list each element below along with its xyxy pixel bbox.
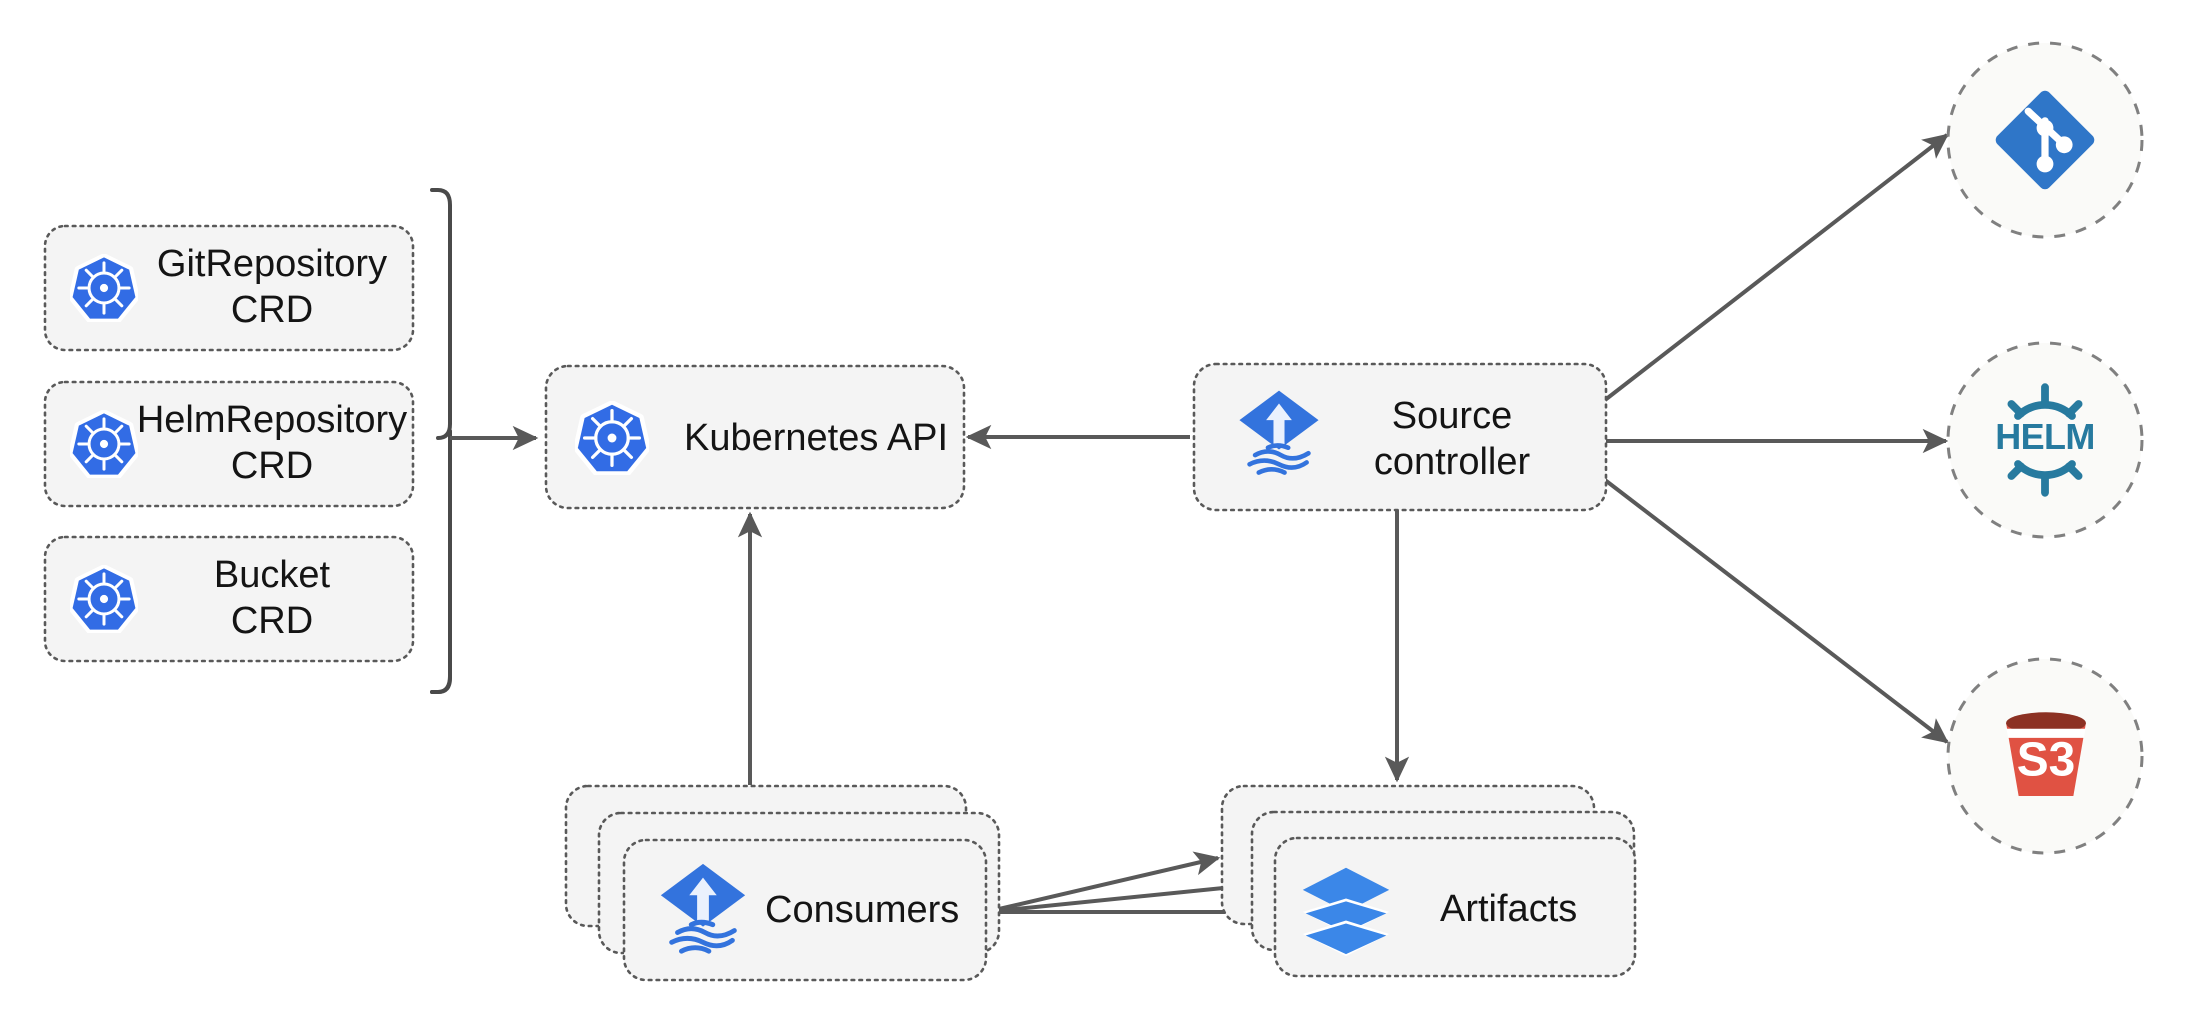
kubernetes-icon (71, 412, 136, 475)
crd-card-label-line1: Bucket (214, 554, 331, 596)
kubernetes-icon (71, 256, 136, 319)
edge-source-controller-to-git (1603, 133, 1949, 402)
s3-icon (2006, 712, 2086, 797)
node-consumers[interactable]: Consumers (564, 784, 1001, 982)
edge-source-controller-to-s3 (1603, 478, 1949, 744)
edge-consumers-to-artifacts-1 (985, 851, 1221, 914)
node-label-source-controller-line2: controller (1374, 441, 1531, 483)
crd-card-gitrepository[interactable]: GitRepository CRD (43, 224, 415, 352)
kubernetes-icon (576, 404, 647, 473)
edge-consumers-to-artifacts-2 (985, 875, 1256, 914)
crd-card-label-line1: GitRepository (157, 243, 387, 285)
helm-icon (1995, 387, 2095, 493)
source-s3[interactable] (1946, 657, 2144, 855)
node-source-controller[interactable]: Source controller (1192, 362, 1608, 512)
crd-card-label-line2: CRD (231, 600, 313, 642)
crd-group-bracket (430, 188, 453, 694)
node-artifacts[interactable]: Artifacts (1220, 784, 1637, 978)
crd-card-bucket[interactable]: Bucket CRD (43, 535, 415, 663)
crd-card-label-line2: CRD (231, 445, 313, 487)
crd-card-helmrepository[interactable]: HelmRepository CRD (43, 380, 415, 508)
node-kubernetes-api[interactable]: Kubernetes API (544, 364, 966, 510)
crd-group: GitRepository CRD HelmRepository CRD Buc… (43, 188, 453, 694)
crd-group-bracket-lower (430, 436, 452, 694)
node-label-artifacts: Artifacts (1440, 888, 1577, 930)
node-label-consumers: Consumers (765, 889, 959, 931)
source-git[interactable] (1946, 41, 2144, 239)
node-label-kubernetes-api: Kubernetes API (684, 417, 948, 459)
kubernetes-icon (71, 567, 136, 630)
node-label-source-controller-line1: Source (1392, 395, 1512, 437)
source-helm[interactable] (1946, 341, 2144, 539)
crd-card-label-line1: HelmRepository (137, 399, 407, 441)
edge-layer (450, 133, 1949, 925)
crd-card-label-line2: CRD (231, 289, 313, 331)
